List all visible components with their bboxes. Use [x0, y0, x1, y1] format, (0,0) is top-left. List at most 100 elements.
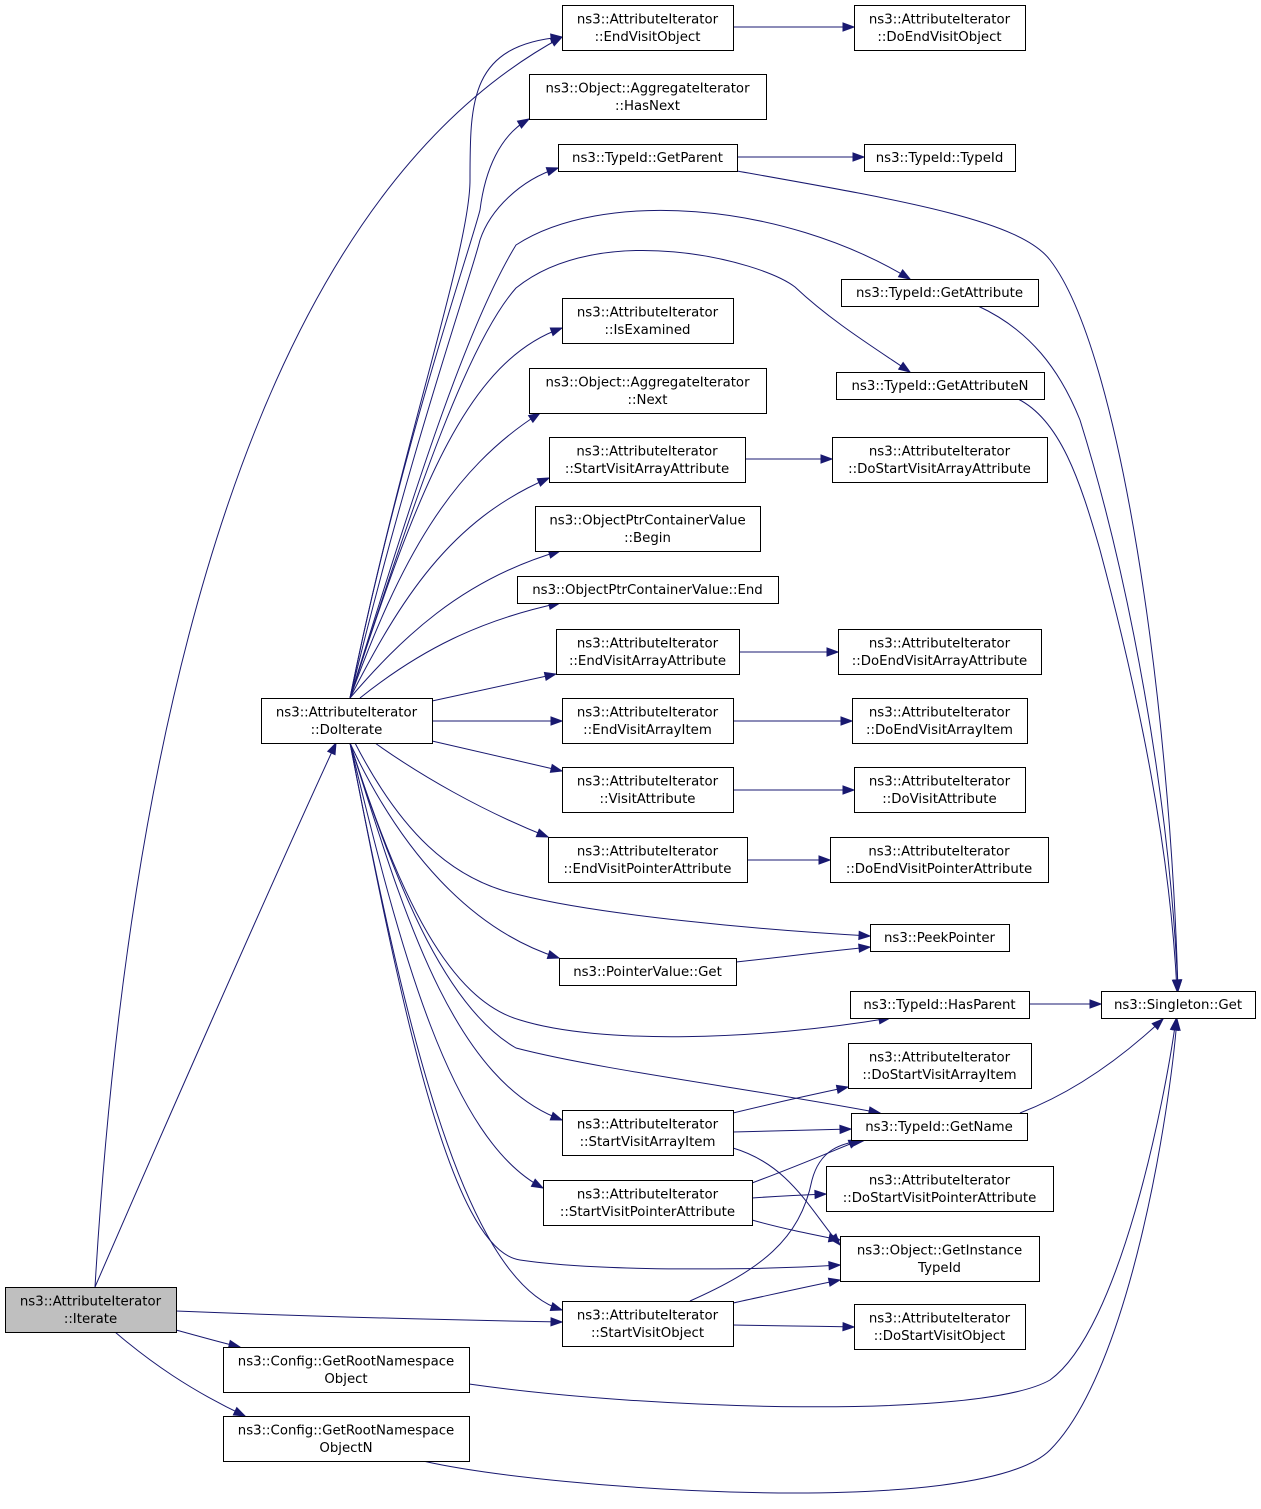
node-doEndVisitPtrAttr[interactable]: ns3::AttributeIterator::DoEndVisitPointe… — [830, 837, 1049, 883]
node-box — [826, 1166, 1054, 1212]
node-label-line: ns3::AttributeIterator — [869, 774, 1011, 789]
arrow-head — [897, 361, 912, 373]
edge-pointerValueGet-to-peekPointer — [735, 943, 872, 963]
edge-doIterate-to-getAttributeN — [349, 250, 912, 699]
node-singletonGet[interactable]: ns3::Singleton::Get — [1101, 991, 1256, 1019]
node-doIterate[interactable]: ns3::AttributeIterator::DoIterate — [261, 698, 433, 744]
edge-visitAttribute-to-doVisitAttribute — [733, 785, 856, 795]
arrow-head — [1171, 1017, 1181, 1031]
edge-line — [468, 1018, 1177, 1408]
edge-line — [94, 36, 563, 1288]
node-box — [562, 1110, 734, 1156]
node-getAttributeN[interactable]: ns3::TypeId::GetAttributeN — [836, 372, 1045, 400]
arrow-head — [1171, 979, 1182, 993]
edge-line — [1017, 398, 1178, 992]
node-box — [840, 1236, 1040, 1282]
edge-iterate-to-getRootNsN — [114, 1331, 247, 1417]
node-iterate[interactable]: ns3::AttributeIterator::Iterate — [5, 1287, 177, 1333]
node-doEndVisitObject[interactable]: ns3::AttributeIterator::DoEndVisitObject — [854, 5, 1026, 51]
node-typeIdCtor[interactable]: ns3::TypeId::TypeId — [864, 144, 1016, 172]
node-box — [223, 1347, 470, 1393]
arrow-head — [536, 477, 551, 487]
arrow-head — [1151, 1018, 1165, 1031]
arrow-head — [550, 716, 564, 726]
node-label-line: ns3::AttributeIterator — [869, 1050, 1011, 1065]
node-getParent[interactable]: ns3::TypeId::GetParent — [558, 144, 738, 172]
node-box — [543, 1180, 753, 1226]
node-label-line: TypeId — [917, 1261, 961, 1276]
node-endVisitArrayAttr[interactable]: ns3::AttributeIterator::EndVisitArrayAtt… — [556, 629, 740, 675]
node-visitAttribute[interactable]: ns3::AttributeIterator::VisitAttribute — [562, 767, 734, 813]
node-startVisitObject[interactable]: ns3::AttributeIterator::StartVisitObject — [562, 1301, 734, 1347]
node-endVisitArrayItem[interactable]: ns3::AttributeIterator::EndVisitArrayIte… — [562, 698, 734, 744]
edge-line — [1019, 1018, 1164, 1114]
node-doStartVisitArrayItem[interactable]: ns3::AttributeIterator::DoStartVisitArra… — [848, 1043, 1032, 1089]
edge-doIterate-to-endVisitPtrAttr — [374, 742, 550, 838]
node-label-line: ns3::AttributeIterator — [577, 1187, 719, 1202]
node-label-line: ns3::AttributeIterator — [20, 1294, 162, 1309]
arrow-head — [527, 412, 542, 424]
node-optrEnd[interactable]: ns3::ObjectPtrContainerValue::End — [517, 576, 779, 604]
node-aggNext[interactable]: ns3::Object::AggregateIterator::Next — [529, 368, 767, 414]
node-label-line: ::DoEndVisitPointerAttribute — [846, 862, 1032, 877]
edge-line — [732, 1147, 841, 1246]
edge-getParent-to-typeIdCtor — [737, 152, 866, 162]
node-isExamined[interactable]: ns3::AttributeIterator::IsExamined — [562, 298, 734, 344]
node-box — [558, 144, 738, 172]
node-doStartVisitObject[interactable]: ns3::AttributeIterator::DoStartVisitObje… — [854, 1304, 1026, 1350]
edge-line — [349, 118, 530, 699]
node-endVisitPtrAttr[interactable]: ns3::AttributeIterator::EndVisitPointerA… — [548, 837, 748, 883]
node-doEndVisitArrayItem[interactable]: ns3::AttributeIterator::DoEndVisitArrayI… — [852, 698, 1028, 744]
arrow-head — [549, 327, 564, 337]
node-peekPointer[interactable]: ns3::PeekPointer — [870, 924, 1010, 952]
node-label-line: ns3::PointerValue::Get — [573, 965, 722, 980]
node-label-line: ns3::Config::GetRootNamespace — [238, 1354, 454, 1369]
node-getName[interactable]: ns3::TypeId::GetName — [851, 1113, 1028, 1141]
arrow-head — [549, 1111, 564, 1121]
node-optrBegin[interactable]: ns3::ObjectPtrContainerValue::Begin — [535, 506, 761, 552]
node-aggHasNext[interactable]: ns3::Object::AggregateIterator::HasNext — [529, 74, 767, 120]
edge-line — [349, 477, 550, 699]
node-label-line: Object — [324, 1372, 367, 1387]
node-box — [838, 629, 1042, 675]
edge-line — [349, 742, 881, 1114]
node-label-line: ::StartVisitObject — [591, 1326, 704, 1341]
arrow-head — [897, 269, 912, 280]
node-label-line: ::StartVisitArrayItem — [580, 1135, 716, 1150]
edge-endVisitPtrAttr-to-doEndVisitPtrAttr — [747, 855, 832, 865]
node-startVisitArrayAttr[interactable]: ns3::AttributeIterator::StartVisitArrayA… — [549, 437, 746, 483]
node-box — [562, 5, 734, 51]
arrow-head — [530, 1178, 545, 1189]
node-label-line: ::HasNext — [615, 99, 680, 114]
edge-line — [94, 742, 337, 1288]
node-label-line: ::Next — [628, 393, 668, 408]
node-startVisitPtrAttr[interactable]: ns3::AttributeIterator::StartVisitPointe… — [543, 1180, 753, 1226]
node-hasParent[interactable]: ns3::TypeId::HasParent — [850, 991, 1030, 1019]
node-doVisitAttribute[interactable]: ns3::AttributeIterator::DoVisitAttribute — [854, 767, 1026, 813]
node-doEndVisitArrayAttr[interactable]: ns3::AttributeIterator::DoEndVisitArrayA… — [838, 629, 1042, 675]
edge-startVisitObject-to-doStartVisitObject — [732, 1321, 856, 1332]
node-label-line: ns3::AttributeIterator — [577, 1117, 719, 1132]
edge-line — [349, 209, 911, 699]
node-box — [548, 837, 748, 883]
node-pointerValueGet[interactable]: ns3::PointerValue::Get — [559, 958, 737, 986]
node-box — [5, 1287, 177, 1333]
node-doStartVisitPtrAttr[interactable]: ns3::AttributeIterator::DoStartVisitPoin… — [826, 1166, 1054, 1212]
edge-doIterate-to-aggNext — [349, 412, 542, 699]
node-doStartVisitArrayAttr[interactable]: ns3::AttributeIterator::DoStartVisitArra… — [832, 437, 1048, 483]
node-label-line: ns3::AttributeIterator — [577, 844, 719, 859]
node-getAttribute[interactable]: ns3::TypeId::GetAttribute — [841, 279, 1039, 307]
node-startVisitArrayItem[interactable]: ns3::AttributeIterator::StartVisitArrayI… — [562, 1110, 734, 1156]
node-endVisitObject[interactable]: ns3::AttributeIterator::EndVisitObject — [562, 5, 734, 51]
node-label-line: ns3::ObjectPtrContainerValue — [549, 513, 745, 528]
arrow-head — [842, 1321, 856, 1332]
edge-line — [349, 742, 563, 1311]
edge-line — [349, 742, 544, 1189]
node-label-line: ns3::AttributeIterator — [577, 774, 719, 789]
node-box — [852, 698, 1028, 744]
arrow-head — [545, 167, 560, 177]
node-label-line: ::VisitAttribute — [599, 792, 695, 807]
